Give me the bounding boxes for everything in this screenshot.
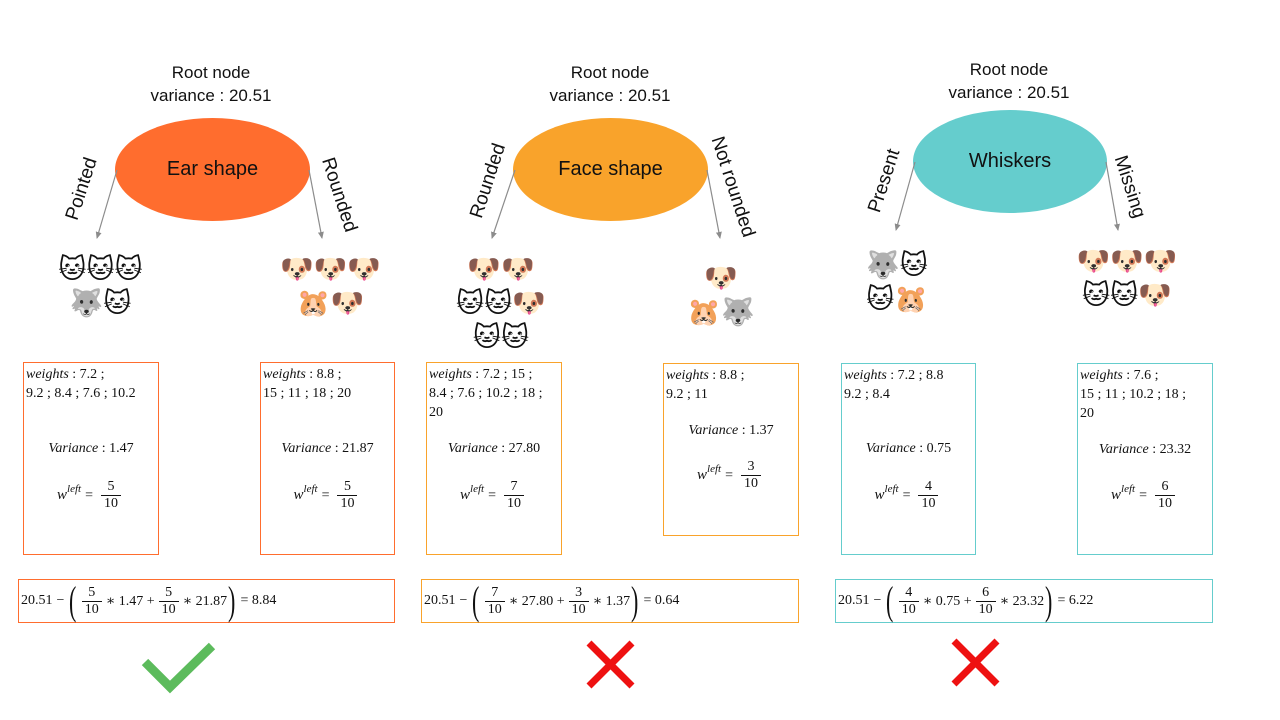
variance-label: Variance : 21.87 (281, 441, 374, 456)
feature-node-ear-shape: Ear shape (115, 118, 310, 221)
root-node-title: Root node variance : 20.51 (948, 60, 1070, 102)
root-node-title: Root node variance : 20.51 (150, 63, 272, 105)
branch-label-right: Rounded (317, 154, 361, 235)
branch-label-right: Not rounded (706, 133, 759, 240)
animal-group-left: 🐶🐶 🐱🐱🐶 🐱🐱 (456, 254, 546, 353)
variance-label: Variance : 1.37 (688, 423, 774, 438)
variance-label: Variance : 0.75 (865, 441, 952, 456)
branch-label-left: Present (864, 146, 905, 216)
animal-group-right: 🐶 🐹🐺 (687, 263, 755, 328)
leaf-box-right: weights : 7.6 ; 15 ; 11 ; 10.2 ; 18 ; 20… (1077, 363, 1213, 555)
root-node-title: Root node variance : 20.51 (549, 63, 671, 105)
leaf-box-right: weights : 8.8 ; 15 ; 11 ; 18 ; 20 Varian… (260, 362, 395, 555)
branch-label-right: Missing (1109, 152, 1150, 221)
variance-label: Variance : 23.32 (1098, 442, 1192, 457)
cross-mark-icon (586, 640, 635, 689)
leaf-box-left: weights : 7.2 ; 15 ; 8.4 ; 7.6 ; 10.2 ; … (426, 362, 562, 555)
animal-group-left: 🐺🐱 🐱🐹 (866, 250, 928, 315)
variance-label: Variance : 27.80 (447, 441, 541, 456)
arrow-right (308, 169, 324, 239)
variance-label: Variance : 1.47 (48, 441, 134, 456)
animal-group-left: 🐱🐱🐱 🐺🐱 (58, 254, 143, 319)
feature-node-face-shape: Face shape (513, 118, 708, 221)
animal-group-right: 🐶🐶🐶 🐱🐱🐶 (1076, 246, 1178, 311)
leaf-box-left: weights : 7.2 ; 9.2 ; 8.4 ; 7.6 ; 10.2 V… (23, 362, 159, 555)
feature-node-whiskers: Whiskers (913, 110, 1107, 213)
arrow-left (95, 169, 118, 239)
animal-group-right: 🐶🐶🐶 🐹🐶 (280, 254, 381, 319)
leaf-box-right: weights : 8.8 ; 9.2 ; 11 Variance : 1.37… (663, 363, 799, 536)
branch-label-left: Pointed (61, 154, 102, 223)
cross-mark-icon (951, 638, 1000, 687)
leaf-box-left: weights : 7.2 ; 8.8 9.2 ; 8.4 Variance :… (841, 363, 976, 555)
check-mark-icon (141, 642, 216, 694)
branch-label-left: Rounded (466, 140, 510, 221)
